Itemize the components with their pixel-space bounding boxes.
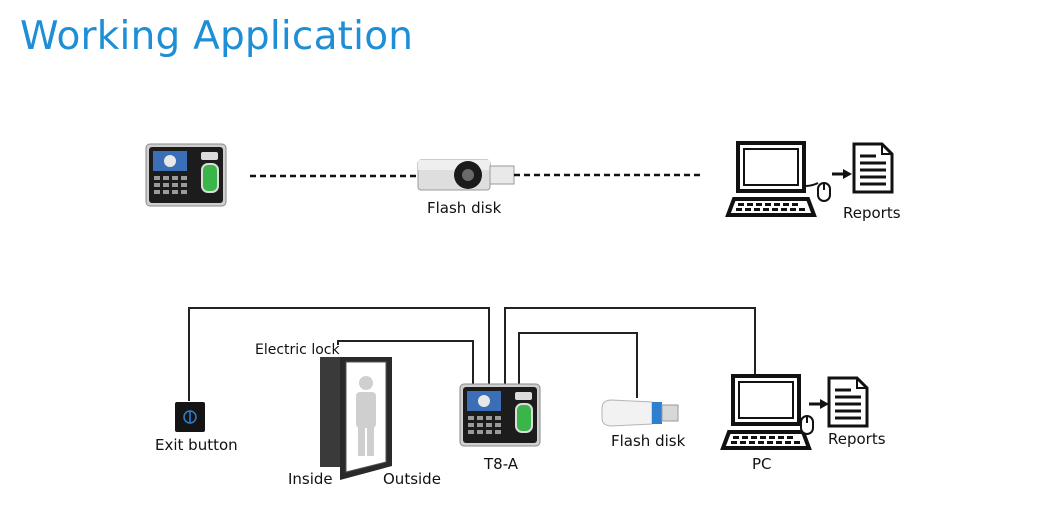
electric-lock-label: Electric lock (255, 342, 340, 358)
mouse-icon (817, 182, 831, 202)
device-label: T8-A (484, 455, 519, 473)
wiring (188, 307, 756, 401)
reports-label-top: Reports (843, 204, 901, 222)
flash-disk-label-bottom: Flash disk (611, 432, 686, 450)
attendance-terminal-icon (145, 143, 227, 207)
device-terminal-icon (459, 383, 541, 447)
reports-label-bottom: Reports (828, 430, 886, 448)
computer-icon (726, 141, 816, 217)
flash-disk-label-top: Flash disk (427, 199, 502, 217)
person-icon (356, 376, 376, 456)
pc-label: PC (752, 455, 772, 473)
flash-drive-icon (417, 159, 515, 191)
pc-icon (721, 374, 811, 450)
mouse-cable (804, 182, 819, 187)
page-title: Working Application (20, 14, 414, 59)
exit-button-icon (175, 402, 205, 432)
exit-button-label: Exit button (155, 436, 238, 454)
arrow-head-top (843, 169, 852, 179)
door-icon (320, 357, 392, 480)
mouse-icon-bottom (800, 415, 814, 435)
outside-label: Outside (383, 470, 441, 488)
report-document-icon-bottom (827, 376, 869, 428)
flash-drive-blue-icon (601, 399, 679, 427)
inside-label: Inside (288, 470, 333, 488)
report-document-icon (852, 142, 894, 194)
